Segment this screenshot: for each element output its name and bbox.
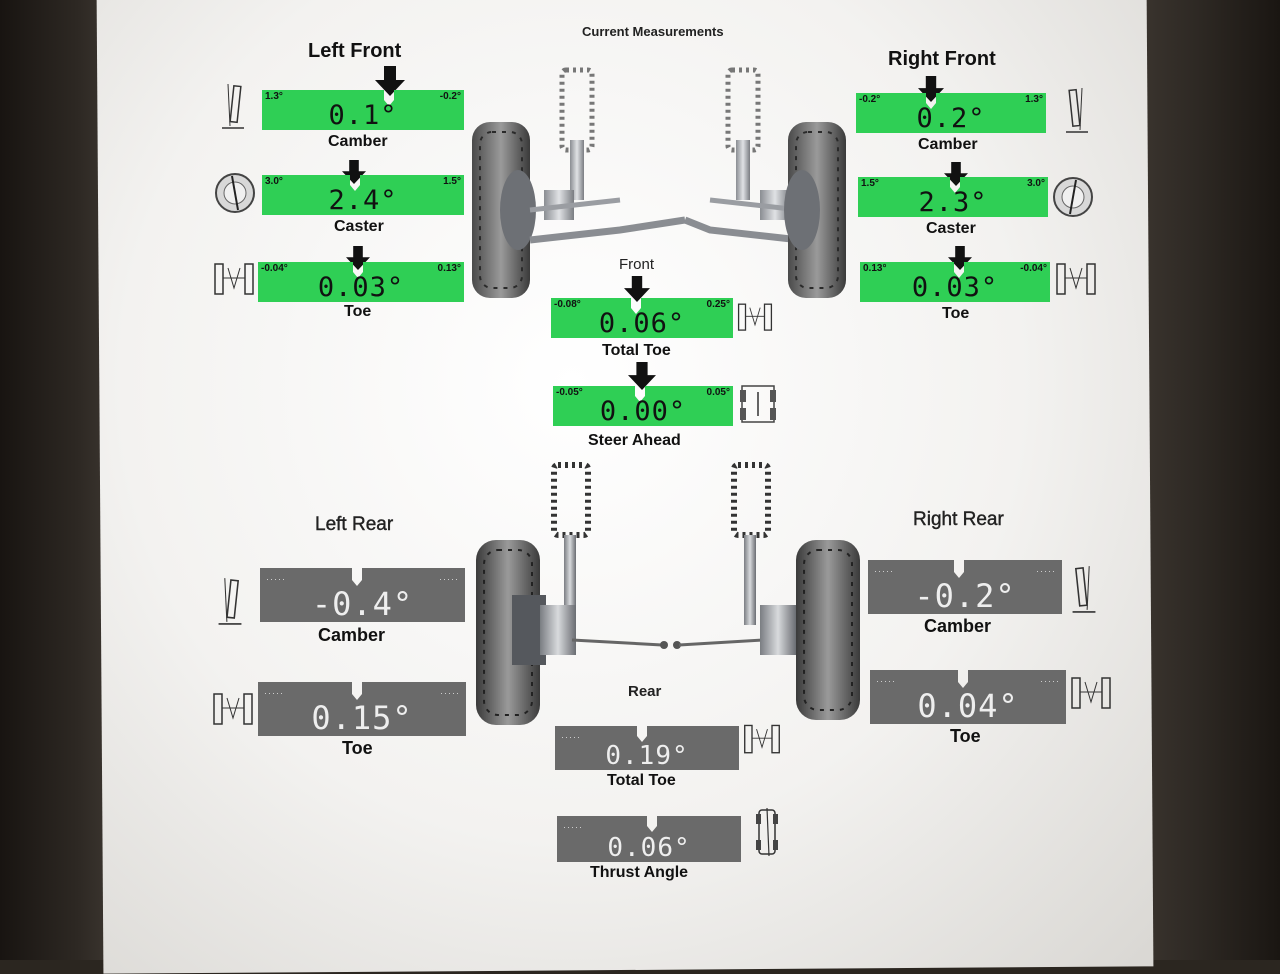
front-suspension-illustration xyxy=(472,67,846,298)
right-rear-camber-label: Camber xyxy=(924,616,992,636)
down-arrow-icon xyxy=(624,276,650,302)
thrust-angle-value: 0.06° xyxy=(607,833,691,863)
left-front-toe-value: 0.03° xyxy=(317,272,405,303)
camber-diagram-icon xyxy=(222,83,244,129)
right-rear-camber-value: -0.2° xyxy=(914,577,1016,615)
down-arrow-icon xyxy=(944,162,968,186)
front-section-label: Front xyxy=(619,256,655,273)
steer-ahead-gauge: -0.05° 0.05° 0.00° xyxy=(553,386,733,427)
right-front-caster-value: 2.3° xyxy=(918,187,988,218)
down-arrow-icon xyxy=(342,160,366,184)
thrust-diagram-icon xyxy=(756,807,778,857)
left-front-caster-gauge: 3.0° 1.5° 2.4° xyxy=(262,175,464,216)
right-rear-toe-label: Toe xyxy=(950,726,981,746)
left-front-toe-min: -0.04° xyxy=(261,263,288,274)
left-front-toe-label: Toe xyxy=(344,303,372,320)
camber-diagram-icon xyxy=(1066,87,1088,133)
steer-ahead-max: 0.05° xyxy=(706,387,730,398)
right-front-toe-label: Toe xyxy=(942,305,970,322)
left-rear-toe-value: 0.15° xyxy=(311,699,413,737)
left-rear-camber-label: Camber xyxy=(318,625,386,645)
left-front-caster-max: 1.5° xyxy=(443,176,461,187)
front-total-toe-max: 0.25° xyxy=(706,299,730,310)
right-front-camber-label: Camber xyxy=(918,136,978,153)
left-front-camber-label: Camber xyxy=(328,133,388,150)
left-front-caster-min: 3.0° xyxy=(265,176,283,187)
right-rear-toe-gauge: ·········· 0.04° xyxy=(870,670,1066,725)
left-rear-toe-label: Toe xyxy=(342,738,373,758)
right-rear-title: Right Rear xyxy=(913,509,1004,530)
rear-total-toe-value: 0.19° xyxy=(605,741,689,771)
toe-diagram-icon xyxy=(214,263,254,295)
right-rear-camber-gauge: ·········· -0.2° xyxy=(868,560,1062,615)
left-front-caster-label: Caster xyxy=(334,218,384,235)
front-total-toe-min: -0.08° xyxy=(554,299,581,310)
right-front-toe-value: 0.03° xyxy=(911,272,999,303)
down-arrow-icon xyxy=(628,362,656,390)
steer-ahead-value: 0.00° xyxy=(599,396,687,427)
front-total-toe-label: Total Toe xyxy=(602,342,671,359)
left-rear-title: Left Rear xyxy=(315,514,394,535)
camber-diagram-icon xyxy=(218,578,242,625)
left-rear-toe-gauge: ·········· 0.15° xyxy=(258,682,466,737)
right-front-toe-max: -0.04° xyxy=(1020,263,1047,274)
background-right xyxy=(1140,0,1280,960)
rear-total-toe-label: Total Toe xyxy=(607,772,676,789)
steer-ahead-diagram-icon xyxy=(740,385,776,423)
toe-diagram-icon xyxy=(1056,263,1096,295)
toe-diagram-icon xyxy=(1071,677,1111,709)
right-front-caster-min: 1.5° xyxy=(861,178,879,189)
steer-ahead-min: -0.05° xyxy=(556,387,583,398)
left-rear-camber-value: -0.4° xyxy=(311,585,414,623)
right-front-caster-gauge: 1.5° 3.0° 2.3° xyxy=(858,177,1048,218)
left-front-toe-max: 0.13° xyxy=(437,263,461,274)
toe-diagram-icon xyxy=(744,724,780,754)
right-front-camber-value: 0.2° xyxy=(916,103,986,134)
left-rear-camber-gauge: ·········· -0.4° xyxy=(260,568,465,623)
right-front-caster-max: 3.0° xyxy=(1027,178,1045,189)
left-front-camber-min: 1.3° xyxy=(265,91,283,102)
left-front-camber-value: 0.1° xyxy=(328,100,398,131)
down-arrow-icon xyxy=(346,246,370,270)
toe-diagram-icon xyxy=(737,303,773,331)
caster-diagram-icon xyxy=(1053,177,1093,217)
right-front-toe-min: 0.13° xyxy=(863,263,887,274)
steer-ahead-label: Steer Ahead xyxy=(588,432,681,449)
left-front-caster-value: 2.4° xyxy=(328,185,398,216)
left-front-camber-gauge: 1.3° -0.2° 0.1° xyxy=(262,90,464,131)
rear-total-toe-gauge: ····· 0.19° xyxy=(555,726,739,771)
right-front-camber-min: -0.2° xyxy=(859,94,881,105)
front-total-toe-gauge: -0.08° 0.25° 0.06° xyxy=(551,298,733,339)
caster-diagram-icon xyxy=(215,173,255,213)
right-front-title: Right Front xyxy=(888,48,996,70)
front-total-toe-value: 0.06° xyxy=(598,308,686,339)
left-front-toe-gauge: -0.04° 0.13° 0.03° xyxy=(258,262,464,303)
right-front-camber-gauge: -0.2° 1.3° 0.2° xyxy=(856,93,1046,134)
right-front-toe-gauge: 0.13° -0.04° 0.03° xyxy=(860,262,1050,303)
down-arrow-icon xyxy=(918,76,944,102)
right-rear-toe-value: 0.04° xyxy=(917,687,1019,725)
right-front-camber-max: 1.3° xyxy=(1025,94,1043,105)
right-front-caster-label: Caster xyxy=(926,220,976,237)
down-arrow-icon xyxy=(948,246,972,270)
toe-diagram-icon xyxy=(213,693,253,725)
background-left xyxy=(0,0,110,960)
left-front-title: Left Front xyxy=(308,40,402,62)
page-title: Current Measurements xyxy=(582,24,724,39)
rear-section-label: Rear xyxy=(628,683,662,700)
rear-suspension-illustration xyxy=(476,462,860,725)
thrust-angle-label: Thrust Angle xyxy=(590,864,689,881)
thrust-angle-gauge: ····· 0.06° xyxy=(557,816,741,863)
left-front-camber-max: -0.2° xyxy=(439,91,461,102)
down-arrow-icon xyxy=(375,66,405,96)
camber-diagram-icon xyxy=(1072,566,1096,613)
